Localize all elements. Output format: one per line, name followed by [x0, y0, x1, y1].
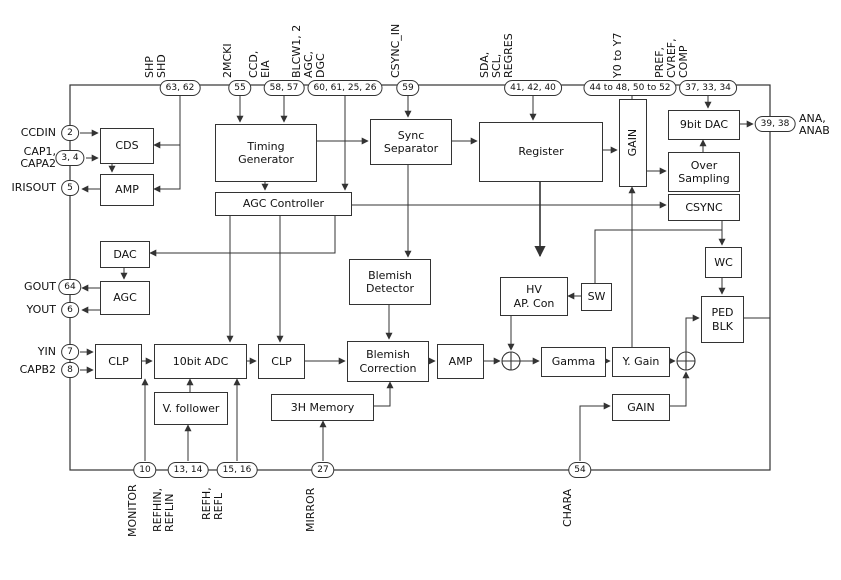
pin-oval-7: 7	[61, 344, 79, 360]
pin-label-ccdin: CCDIN	[20, 126, 56, 139]
pin-oval-13-14: 13, 14	[167, 462, 209, 478]
pin-oval-58-57: 58, 57	[263, 80, 305, 96]
block-dac: DAC	[100, 241, 150, 268]
block-gamma: Gamma	[541, 347, 606, 377]
block-y-gain: Y. Gain	[612, 347, 670, 377]
block-gain-bottom: GAIN	[612, 394, 670, 421]
block-amp-top: AMP	[100, 174, 154, 206]
block-v-follower: V. follower	[154, 392, 228, 425]
pin-label-sda-scl-regres: SDA, SCL, REGRES	[478, 33, 515, 78]
pin-oval-59: 59	[396, 80, 420, 96]
block-wc: WC	[705, 247, 742, 278]
pin-label-cap1-capa2: CAP1, CAPA2	[20, 145, 56, 170]
pin-label-y0-y7: Y0 to Y7	[611, 32, 624, 78]
pin-label-2mcki: 2MCKI	[221, 43, 234, 78]
block-agc-controller: AGC Controller	[215, 192, 352, 216]
block-cds: CDS	[100, 128, 154, 164]
block-9bit-dac: 9bit DAC	[668, 110, 740, 140]
block-sw: SW	[581, 283, 612, 311]
pin-oval-63-62: 63, 62	[159, 80, 201, 96]
pin-label-refh-refl: REFH, REFL	[200, 487, 225, 520]
pin-label-monitor: MONITOR	[126, 484, 139, 537]
block-10bit-adc: 10bit ADC	[154, 344, 247, 379]
pin-label-blcw-agc-dgc: BLCW1, 2 AGC, DGC	[290, 24, 327, 78]
pin-oval-64: 64	[58, 279, 82, 295]
block-register: Register	[479, 122, 603, 182]
pin-label-capb2: CAPB2	[19, 363, 56, 376]
pin-oval-3-4: 3, 4	[55, 150, 85, 166]
block-timing-generator: Timing Generator	[215, 124, 317, 182]
block-clp-1: CLP	[95, 344, 142, 379]
pin-label-csync-in: CSYNC_IN	[389, 23, 402, 78]
block-amp-mid: AMP	[437, 344, 484, 379]
block-3h-memory: 3H Memory	[271, 394, 374, 421]
pin-label-mirror: MIRROR	[304, 487, 317, 532]
block-clp-2: CLP	[258, 344, 305, 379]
pin-oval-15-16: 15, 16	[216, 462, 258, 478]
pin-oval-10: 10	[133, 462, 157, 478]
pin-label-chara: CHARA	[561, 488, 574, 527]
block-over-sampling: Over Sampling	[668, 152, 740, 192]
pin-label-ccd-eia: CCD, EIA	[247, 50, 272, 78]
pin-oval-2: 2	[61, 125, 79, 141]
block-gain-vertical-label: GAIN	[626, 129, 640, 157]
block-gain-vertical: GAIN	[619, 99, 647, 187]
signal-wires	[80, 96, 770, 461]
pin-oval-5: 5	[61, 180, 79, 196]
pin-oval-54: 54	[568, 462, 592, 478]
adder-2-icon	[676, 351, 696, 371]
pin-oval-55: 55	[228, 80, 252, 96]
block-sync-separator: Sync Separator	[370, 119, 452, 165]
pin-label-ana-anab: ANA, ANAB	[799, 112, 830, 137]
block-blemish-detector: Blemish Detector	[349, 259, 431, 305]
pin-label-shp-shd: SHP SHD	[143, 54, 168, 78]
pin-oval-39-38: 39, 38	[754, 116, 796, 132]
pin-oval-41-42-40: 41, 42, 40	[504, 80, 562, 96]
pin-label-gout: GOUT	[24, 280, 56, 293]
pin-oval-6: 6	[61, 302, 79, 318]
block-hv-ap-con: HV AP. Con	[500, 277, 568, 316]
pin-label-irisout: IRISOUT	[11, 181, 56, 194]
block-ped-blk: PED BLK	[701, 296, 744, 343]
pin-oval-60-61-25-26: 60, 61, 25, 26	[307, 80, 383, 96]
adder-icons	[501, 351, 696, 371]
block-blemish-correction: Blemish Correction	[347, 341, 429, 382]
pin-label-yin: YIN	[37, 345, 56, 358]
adder-1-icon	[501, 351, 521, 371]
block-agc: AGC	[100, 281, 150, 315]
pin-oval-44-to-52: 44 to 48, 50 to 52	[583, 80, 677, 96]
pin-label-refhin-reflin: REFHIN, REFLIN	[151, 487, 176, 532]
chip-outline	[69, 84, 771, 471]
pin-oval-8: 8	[61, 362, 79, 378]
pin-oval-27: 27	[311, 462, 335, 478]
block-csync: CSYNC	[668, 194, 740, 221]
pin-label-yout: YOUT	[26, 303, 56, 316]
pin-oval-37-33-34: 37, 33, 34	[679, 80, 737, 96]
pin-label-pref-cvref-comp: PREF, CVREF, COMP	[653, 38, 690, 78]
